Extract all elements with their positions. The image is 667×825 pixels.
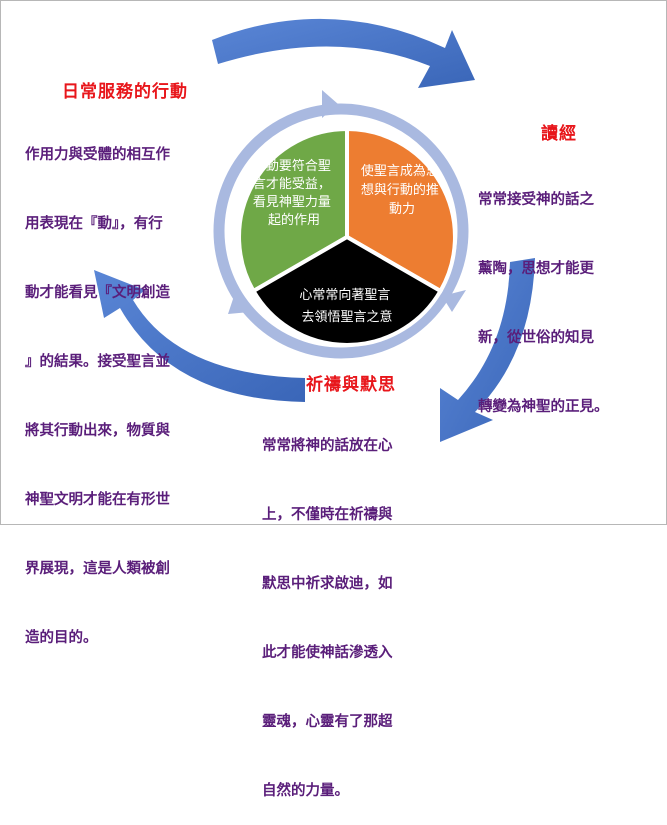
green-text: 行動要符合聖 言才能受益， 看見神聖力量 起的作用 xyxy=(253,158,335,228)
action-line: 神聖文明才能在有形世 xyxy=(25,491,170,508)
prayer-line: 靈魂，心靈有了那超 xyxy=(262,713,393,730)
action-line: 將其行動出來，物質與 xyxy=(25,422,170,439)
action-body: 作用力與受體的相互作 用表現在『動』，有行 動才能看見『文明創造 』的結果。接受… xyxy=(25,97,170,672)
inner-ring xyxy=(213,103,469,359)
black-text: 心常常向著聖言 去領悟聖言之意 xyxy=(299,287,394,325)
reading-line: 薰陶，思想才能更 xyxy=(478,260,594,277)
prayer-body: 常常將神的話放在心 上，不僅時在祈禱與 默思中祈求啟迪，如 此才能使神話滲透入 … xyxy=(262,388,393,825)
action-line: 造的目的。 xyxy=(25,629,98,646)
reading-line: 新，從世俗的知見 xyxy=(478,329,594,346)
action-line: 』的結果。接受聖言並 xyxy=(25,353,170,370)
prayer-line: 常常將神的話放在心 xyxy=(262,437,393,454)
reading-body: 常常接受神的話之 薰陶，思想才能更 新，從世俗的知見 轉變為神聖的正見。 xyxy=(478,142,609,441)
action-line: 動才能看見『文明創造 xyxy=(25,284,170,301)
reading-line: 常常接受神的話之 xyxy=(478,191,594,208)
cycle-diagram: 行動要符合聖 言才能受益， 看見神聖力量 起的作用 使聖言成為思 想與行動的推 … xyxy=(94,18,535,442)
action-line: 用表現在『動』，有行 xyxy=(25,215,163,232)
prayer-line: 自然的力量。 xyxy=(262,782,349,799)
prayer-line: 上，不僅時在祈禱與 xyxy=(262,506,393,523)
ring-arrowhead-left xyxy=(228,290,250,314)
sector-black xyxy=(250,234,444,347)
ring-arrowhead-top xyxy=(322,90,338,118)
arrow-top xyxy=(212,18,475,89)
action-title: 日常服務的行動 xyxy=(62,82,188,102)
action-line: 作用力與受體的相互作 xyxy=(25,146,170,163)
prayer-line: 默思中祈求啟迪，如 xyxy=(262,575,393,592)
prayer-line: 此才能使神話滲透入 xyxy=(262,644,393,661)
reading-line: 轉變為神聖的正見。 xyxy=(478,398,609,415)
reading-title: 讀經 xyxy=(541,124,577,144)
orange-text: 使聖言成為思 想與行動的推 動力 xyxy=(361,163,443,217)
ring-arrowhead-right xyxy=(442,290,466,312)
prayer-title: 祈禱與默思 xyxy=(306,375,396,395)
arrow-left xyxy=(94,270,305,402)
arrow-right xyxy=(440,258,535,442)
action-line: 界展現，這是人類被創 xyxy=(25,560,170,577)
